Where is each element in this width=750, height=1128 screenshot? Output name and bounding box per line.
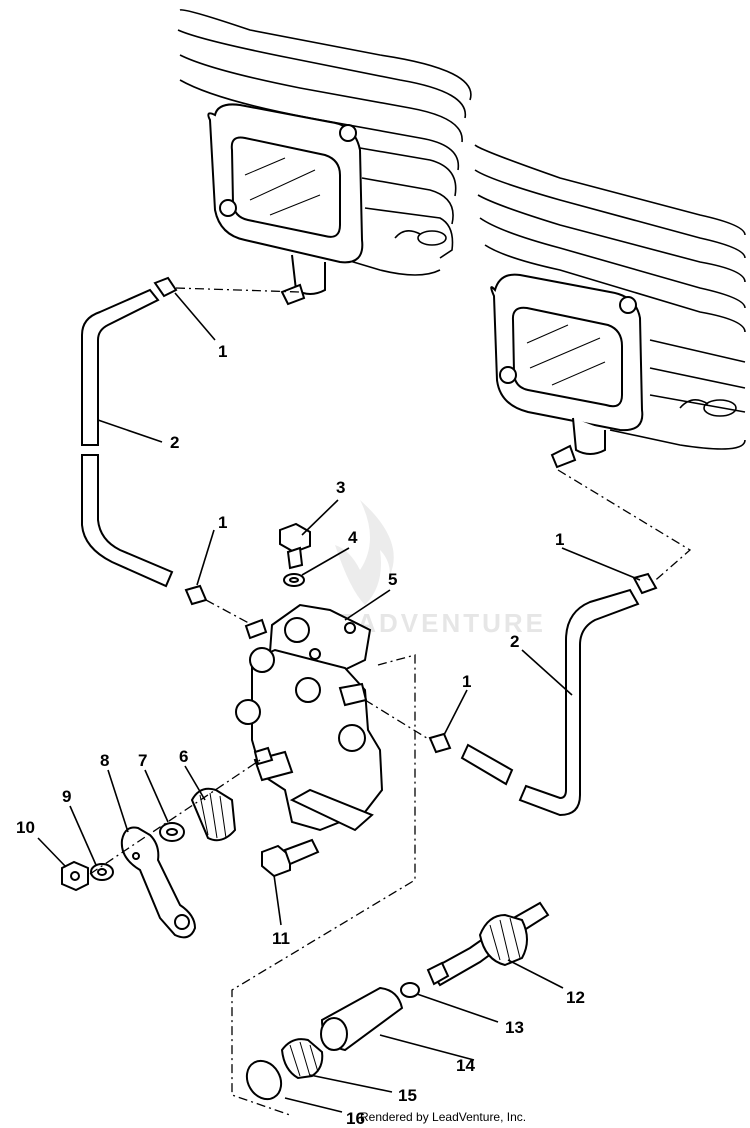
lever-group [61, 759, 261, 939]
drive-shaft-group [245, 901, 550, 1101]
callout-leaders [37, 292, 641, 1113]
credit-text: Rendered by LeadVenture, Inc. [360, 1110, 527, 1124]
callout-2b: 2 [510, 632, 519, 651]
callout-1b: 1 [218, 513, 227, 532]
callout-15: 15 [398, 1086, 417, 1105]
left-cylinder [177, 9, 472, 306]
right-cylinder [474, 144, 746, 469]
callout-numbers: 1 2 1 3 4 5 1 2 1 6 7 8 9 10 11 12 13 14… [16, 342, 585, 1128]
callout-12: 12 [566, 988, 585, 1007]
callout-11: 11 [272, 929, 290, 948]
callout-9: 9 [62, 787, 71, 806]
watermark: LEADVENTURE [318, 500, 543, 638]
callout-1c: 1 [555, 530, 564, 549]
callout-4: 4 [348, 528, 358, 547]
callout-6: 6 [179, 747, 188, 766]
callout-16: 16 [346, 1109, 365, 1128]
callout-5: 5 [388, 570, 397, 589]
callout-7: 7 [138, 751, 147, 770]
callout-1d: 1 [462, 672, 471, 691]
callout-3: 3 [336, 478, 345, 497]
pump-assembly [231, 522, 416, 1116]
left-hose [81, 276, 301, 640]
callout-2a: 2 [170, 433, 179, 452]
callout-13: 13 [505, 1018, 524, 1037]
callout-1a: 1 [218, 342, 227, 361]
callout-8: 8 [100, 751, 109, 770]
right-hose [364, 469, 692, 817]
callout-10: 10 [16, 818, 35, 837]
callout-14: 14 [456, 1056, 475, 1075]
